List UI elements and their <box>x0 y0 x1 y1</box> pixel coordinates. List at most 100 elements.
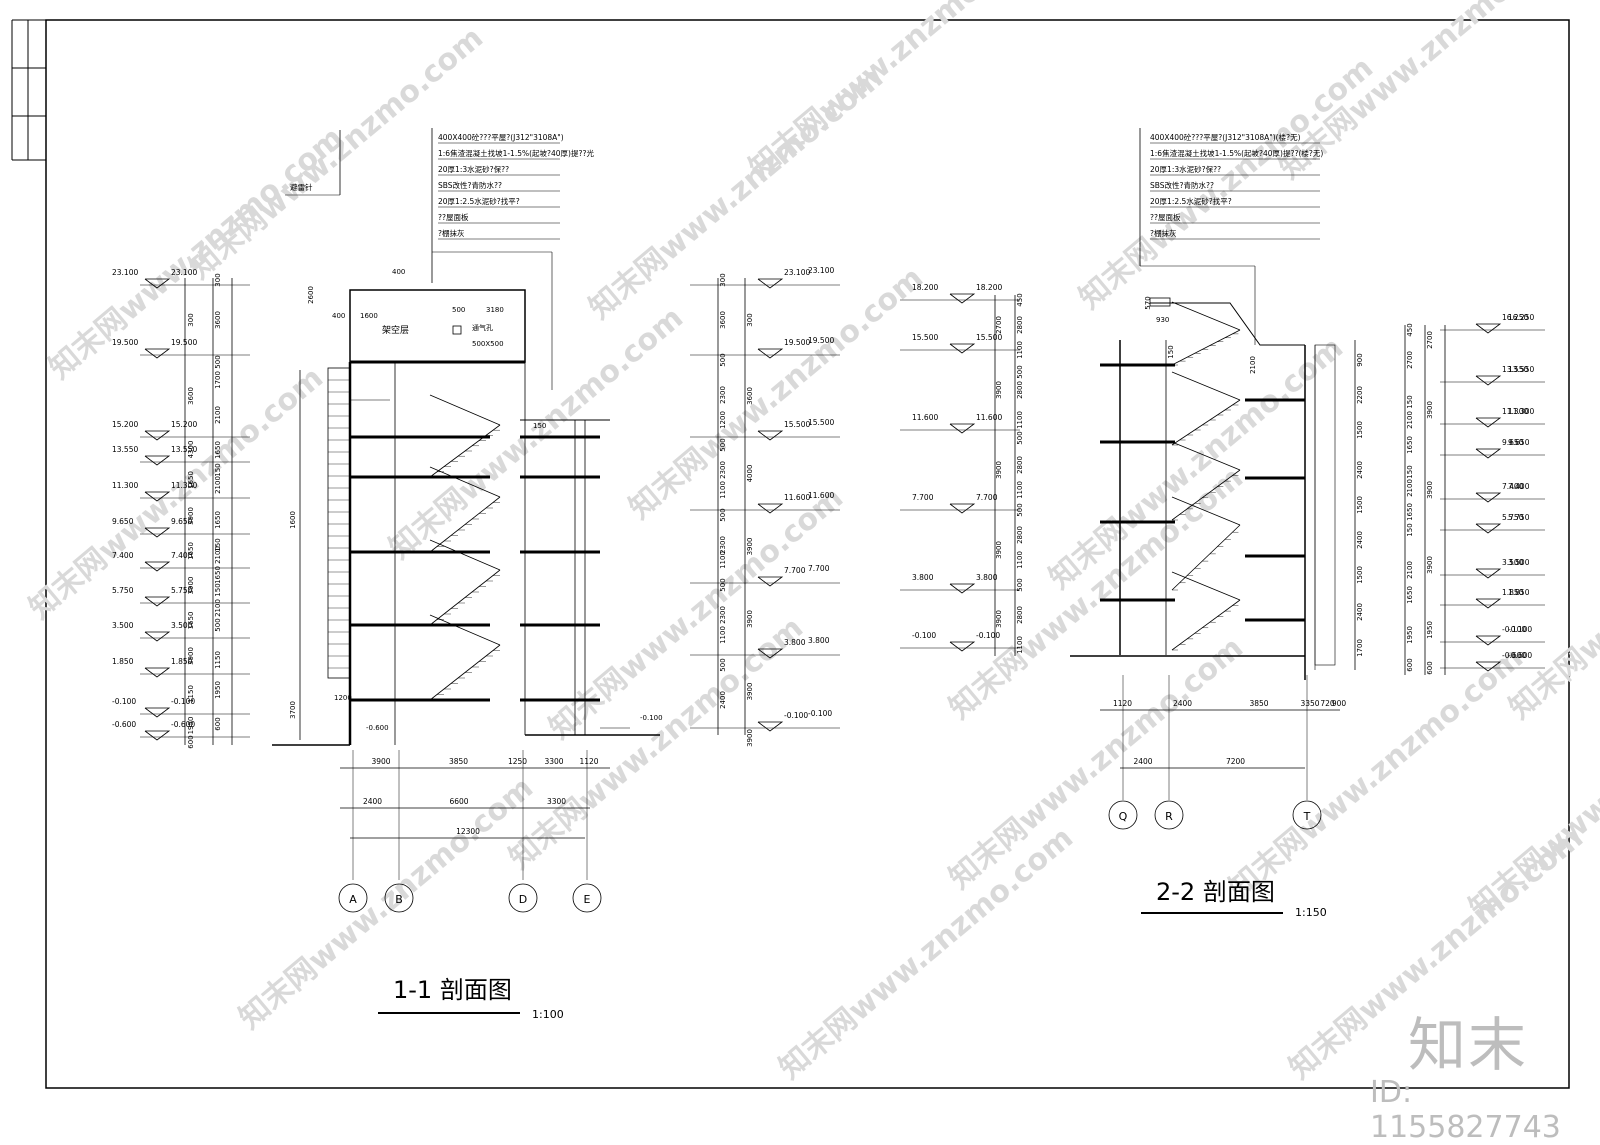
plan-dim: 3350 <box>1300 699 1319 708</box>
level-symbol <box>757 430 784 441</box>
dim-inner: 900 <box>1356 353 1364 366</box>
axis-bubble <box>1108 800 1138 830</box>
dim-inner: 500 <box>719 438 727 451</box>
level-value: 19.500 <box>808 336 834 345</box>
dim-inner: 500 <box>1016 365 1024 378</box>
level-symbol <box>757 648 784 659</box>
dim-mid: 450 <box>1406 323 1414 336</box>
level-symbol <box>949 293 976 304</box>
brand-id: ID: 1155827743 <box>1370 1075 1561 1145</box>
dim-inner: 1950 <box>214 681 222 699</box>
drawing-frame <box>11 19 1570 1089</box>
dim-inner: 1700 <box>214 371 222 389</box>
lightning-rod-label: 避雷针 <box>290 182 313 192</box>
ground-level: -0.100 <box>640 714 663 722</box>
level-symbol <box>144 561 171 572</box>
level-label: 7.700 <box>976 493 998 502</box>
stair-flight <box>429 466 501 498</box>
level-value: 11.300 <box>112 481 138 490</box>
level-value: 23.100 <box>808 266 834 275</box>
dim-outer: 3900 <box>995 381 1003 399</box>
roof-note: 400X400砼???平屋?(J312"3108A")(楼?无) <box>1150 132 1301 142</box>
dim-outer: 3900 <box>746 538 754 556</box>
level-symbol <box>144 667 171 678</box>
dim-inner: 600 <box>214 717 222 730</box>
level-value: 23.100 <box>112 268 138 277</box>
stair-flight <box>1171 599 1241 651</box>
dim-outer: 3600 <box>746 387 754 405</box>
roof-note: ?棚抹灰 <box>1150 228 1177 238</box>
level-symbol <box>144 596 171 607</box>
level-symbol <box>1475 598 1502 609</box>
level-label: 1.850 <box>1502 588 1524 597</box>
level-value: 15.500 <box>808 418 834 427</box>
level-value: 16.250 <box>1508 313 1534 322</box>
level-label: 11.300 <box>1502 407 1528 416</box>
level-label: -0.600 <box>1502 651 1526 660</box>
level-value: 5.750 <box>112 586 134 595</box>
dim-text: 2600 <box>307 286 315 304</box>
dim-inner: 300 <box>214 273 222 286</box>
level-value: 1.850 <box>1508 588 1530 597</box>
roof-cap <box>1149 297 1171 307</box>
level-symbol <box>144 631 171 642</box>
level-value: -0.100 <box>112 697 136 706</box>
dim-inner: 2200 <box>1356 386 1364 404</box>
dim-inner: 500 <box>719 578 727 591</box>
roof-note: 20厚1:2.5水泥砂?找平? <box>1150 196 1232 206</box>
plan-dim: 3300 <box>544 757 563 766</box>
dim-outer: 3900 <box>1426 556 1434 574</box>
dim-mid: 2700 <box>1406 351 1414 369</box>
dim-outer: 3900 <box>995 461 1003 479</box>
level-symbol <box>757 348 784 359</box>
plan-dim: 720 <box>1320 699 1335 708</box>
dim-inner: 1500 <box>1356 566 1364 584</box>
level-value: 11.600 <box>808 491 834 500</box>
plan-dim: 3850 <box>449 757 468 766</box>
plan-dim: 3300 <box>547 797 566 806</box>
dim-inner: 500 <box>719 353 727 366</box>
level-label: -0.100 <box>1502 625 1526 634</box>
facade-band <box>1314 344 1336 666</box>
dim-inner: 150 <box>214 463 222 476</box>
dim-mid: 150 <box>1406 465 1414 478</box>
axis-bubble <box>1154 800 1184 830</box>
dim-inner: 1100 <box>1016 551 1024 569</box>
level-label: 9.650 <box>171 517 193 526</box>
level-label: 15.500 <box>976 333 1002 342</box>
dim-outer: 3900 <box>1426 481 1434 499</box>
axis-label: B <box>395 893 403 906</box>
section-title: 2-2 剖面图 <box>1156 878 1275 906</box>
dim-outer: 3900 <box>746 610 754 628</box>
level-symbol <box>949 583 976 594</box>
dim-outer: 600 <box>187 735 195 748</box>
level-value: 7.700 <box>808 564 830 573</box>
dim-inner: 2400 <box>1356 603 1364 621</box>
level-symbol <box>144 430 171 441</box>
roof-profile <box>1150 302 1305 346</box>
dim-inner: 2100 <box>214 546 222 564</box>
level-symbol <box>1475 568 1502 579</box>
level-symbol <box>757 576 784 587</box>
stair-flight <box>1171 399 1241 446</box>
roof-note: 20厚1:3水泥砂?保?? <box>1150 164 1221 174</box>
linework <box>140 128 1545 1014</box>
level-value: 3.500 <box>112 621 134 630</box>
dim-outer: 3900 <box>746 683 754 701</box>
level-value: -0.600 <box>112 720 136 729</box>
level-value: 11.300 <box>1508 407 1534 416</box>
dim-text: 570 <box>1144 296 1152 309</box>
dim-mid: 150 <box>1406 395 1414 408</box>
section-scale: 1:100 <box>532 1008 564 1021</box>
plan-dim: 1250 <box>508 757 527 766</box>
axis-label: A <box>349 893 357 906</box>
level-symbol <box>757 721 784 732</box>
dim-inner: 1100 <box>1016 481 1024 499</box>
level-value: 11.600 <box>912 413 938 422</box>
dim-text: 500 <box>452 306 465 314</box>
dim-outer: 300 <box>746 313 754 326</box>
watermark-text: 知末网www.znzmo.com <box>1223 640 1530 906</box>
dim-inner: 2800 <box>1016 381 1024 399</box>
dim-outer: 3900 <box>995 610 1003 628</box>
level-symbol <box>144 348 171 359</box>
